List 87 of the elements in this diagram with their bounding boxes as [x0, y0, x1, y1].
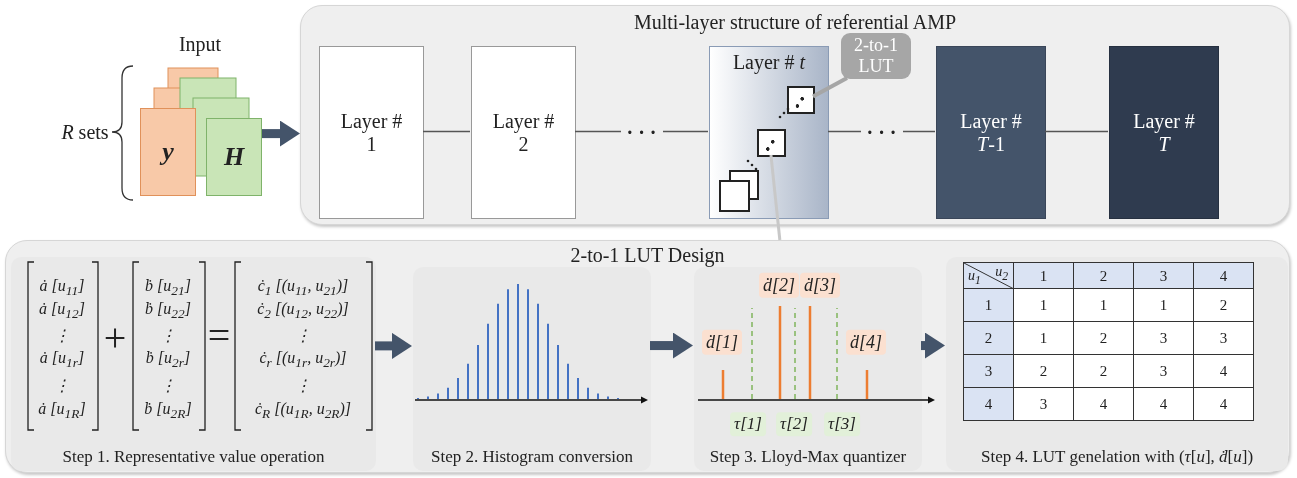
matrix-entry: ȧ [u$_{1R}$] — [38, 400, 86, 422]
layer-label: Layer # 1 — [339, 109, 404, 156]
connector-line — [422, 130, 471, 133]
layer-label: Layer # 2 — [491, 109, 556, 156]
table-cell: 1 — [1013, 288, 1074, 322]
callout-label: 2-to-1 LUT — [853, 35, 899, 77]
table-cell: 4 — [1193, 354, 1254, 388]
step-caption: Step 1. Representative value operation — [62, 447, 325, 467]
table-header-cell: 2 — [963, 321, 1014, 355]
matrix-entry: ȧ [u$_{12}$] — [39, 300, 85, 322]
layer-box — [319, 46, 424, 219]
layer-box — [471, 46, 576, 219]
matrix-entry: ⋮ — [160, 376, 176, 396]
matrix-entry: ċ$_{2}$ [(u$_{12}$, u$_{22}$)] — [257, 300, 349, 322]
lut-stack-icon — [719, 170, 761, 212]
table-cell: 2 — [1193, 288, 1254, 322]
axis-label: u$_{1}$ — [968, 267, 981, 287]
table-cell: 1 — [1013, 321, 1074, 355]
panel-title: 2-to-1 LUT Design — [570, 244, 725, 267]
matrix-entry: ḃ [u$_{2R}$] — [144, 400, 192, 422]
axis-label: u$_{2}$ — [995, 264, 1008, 284]
table-header-cell: 4 — [963, 387, 1014, 421]
table-cell: 2 — [1073, 354, 1134, 388]
step-caption: Step 2. Histogram conversion — [430, 447, 634, 467]
table-cell: 3 — [1133, 354, 1194, 388]
table-header-cell: 3 — [963, 354, 1014, 388]
operator-symbol: = — [207, 313, 231, 359]
table-cell: 1 — [1133, 288, 1194, 322]
table-cell: 4 — [1193, 387, 1254, 421]
input-label: Input — [178, 32, 222, 56]
layer-label: Layer # T-1 — [959, 109, 1023, 156]
table-cell: 2 — [1013, 354, 1074, 388]
matrix-card — [206, 118, 262, 196]
table-cell: 3 — [1133, 321, 1194, 355]
connector-line — [769, 154, 782, 241]
threshold-label: τ[1] — [730, 412, 766, 436]
matrix-entry: ċ$_{R}$ [(u$_{1R}$, u$_{2R}$)] — [255, 400, 351, 422]
vector-card — [140, 108, 196, 196]
lut-box — [757, 129, 786, 157]
table-cell: 4 — [1073, 387, 1134, 421]
step-area — [413, 267, 651, 471]
threshold-label: τ[2] — [776, 412, 812, 436]
matrix-symbol: H — [223, 142, 245, 172]
layer-box — [1109, 46, 1219, 219]
table-cell: 3 — [1193, 321, 1254, 355]
level-label: ḋ[4] — [846, 329, 886, 355]
layer-label: Layer # T — [1132, 109, 1196, 156]
table-cell: 4 — [1133, 387, 1194, 421]
lut-box — [787, 86, 815, 114]
table-cell: 1 — [1073, 288, 1134, 322]
connector-line — [1044, 130, 1109, 133]
matrix-entry: ċ$_{r}$ [(u$_{1r}$, u$_{2r}$)] — [259, 349, 347, 371]
matrix-entry: ȧ [u$_{11}$] — [39, 277, 85, 299]
block-arrow — [375, 332, 412, 359]
matrix-entry: ⋮ — [54, 376, 70, 396]
block-arrow — [650, 332, 693, 359]
threshold-label: τ[3] — [824, 412, 860, 436]
matrix-entry: ⋮ — [295, 326, 311, 346]
table-cell: 3 — [1013, 387, 1074, 421]
layer-label: Layer # t — [732, 51, 806, 74]
block-arrow — [262, 120, 300, 147]
layer-box — [936, 46, 1046, 219]
connector-line — [812, 76, 848, 99]
step-caption: Step 4. LUT genelation with (τ[u], ḋ[u]) — [980, 447, 1254, 467]
matrix-entry: ḃ [u$_{21}$] — [145, 277, 191, 299]
level-label: ḋ[1] — [702, 329, 742, 355]
matrix-entry: ḃ [u$_{2r}$] — [145, 349, 191, 371]
matrix-entry: ⋮ — [295, 376, 311, 396]
panel-title: Multi-layer structure of referential AMP — [633, 11, 957, 34]
matrix-entry: ȧ [u$_{1r}$] — [39, 349, 85, 371]
step-caption: Step 3. Lloyd-Max quantizer — [709, 447, 907, 467]
layer-box — [709, 46, 829, 219]
table-cell: 2 — [1073, 321, 1134, 355]
level-label: ḋ[3] — [800, 272, 840, 298]
matrix-entry: ⋮ — [54, 326, 70, 346]
matrix-entry: ⋮ — [160, 326, 176, 346]
block-arrow — [921, 332, 945, 359]
table-header-cell: 1 — [963, 288, 1014, 322]
level-label: ḋ[2] — [759, 272, 799, 298]
operator-symbol: + — [103, 315, 127, 361]
callout-bubble — [841, 33, 911, 79]
matrix-entry: ḃ [u$_{22}$] — [145, 300, 191, 322]
matrix-entry: ċ$_{1}$ [(u$_{11}$, u$_{21}$)] — [257, 277, 349, 299]
step-area — [11, 257, 376, 471]
structure-panel — [300, 5, 1290, 225]
set-count-label: R sets — [61, 120, 109, 144]
table-header-cell: 4 — [1193, 262, 1254, 289]
